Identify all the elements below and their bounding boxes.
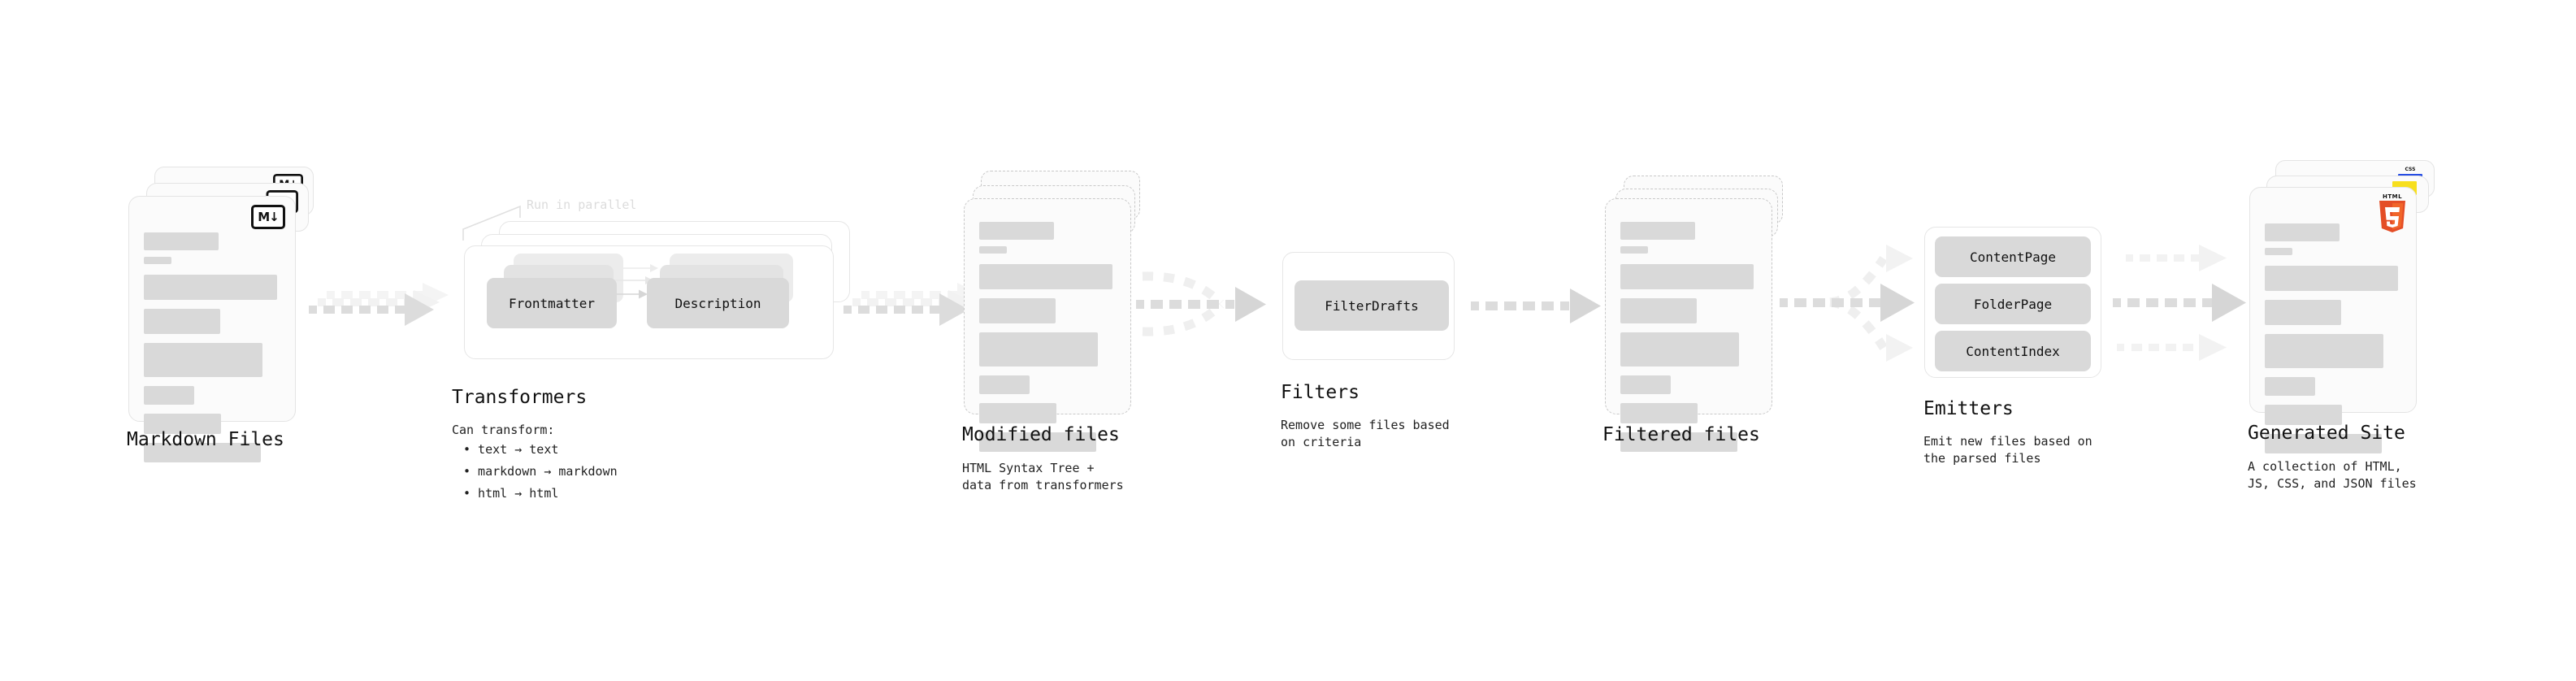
- transformers-title: Transformers: [452, 387, 588, 408]
- run-in-parallel-bracket: [462, 193, 535, 242]
- arrow-single: [1471, 288, 1601, 323]
- generated-site-subtitle: A collection of HTML, JS, CSS, and JSON …: [2248, 459, 2417, 492]
- markdown-icon: M↓: [251, 205, 285, 229]
- transformer-pill-frontmatter[interactable]: Frontmatter: [487, 278, 617, 328]
- doc-line: [979, 403, 1056, 423]
- doc-line: [979, 246, 1007, 254]
- html5-badge-word: HTML: [2382, 193, 2403, 200]
- arrow-triple: [2113, 245, 2246, 361]
- emitter-pill-label: ContentPage: [1970, 249, 2056, 265]
- bracket-icon: [462, 205, 521, 241]
- doc-line: [979, 332, 1098, 367]
- transformer-pill-description[interactable]: Description: [647, 278, 789, 328]
- emitter-pill-folderpage[interactable]: FolderPage: [1935, 284, 2091, 324]
- filters-title: Filters: [1281, 382, 1360, 403]
- arrow-stacked-parallel: [843, 283, 983, 326]
- doc-line: [1620, 222, 1695, 240]
- connector-transformers-to-modified: [843, 268, 983, 349]
- emitter-pill-label: ContentIndex: [1966, 343, 2060, 359]
- connector-modified-to-filters: [1136, 260, 1282, 349]
- doc-line: [144, 309, 220, 334]
- html5-icon: HTML: [2377, 194, 2408, 233]
- transformers-bullet-1: • markdown → markdown: [463, 464, 618, 479]
- doc-line: [979, 264, 1112, 289]
- run-in-parallel-label: Run in parallel: [527, 197, 637, 212]
- doc-line: [144, 343, 262, 377]
- emitter-pill-label: FolderPage: [1973, 296, 2053, 312]
- doc-line: [979, 432, 1096, 452]
- arrow-diverging: [1780, 245, 1915, 362]
- transformers-subtitle: Can transform:: [452, 423, 555, 437]
- transformer-pill-label: Description: [674, 295, 761, 311]
- emitters-title: Emitters: [1923, 398, 2014, 419]
- markdown-sheet-front: M↓: [128, 196, 296, 462]
- doc-line: [2265, 248, 2292, 255]
- doc-line: [2265, 405, 2342, 425]
- filtered-files-title: Filtered files: [1602, 424, 1760, 445]
- markdown-files-title: Markdown Files: [127, 429, 284, 450]
- doc-line: [1620, 264, 1754, 289]
- doc-line: [144, 232, 219, 250]
- doc-placeholder-lines: [979, 222, 1117, 458]
- doc-line: [1620, 375, 1671, 394]
- modified-files-subtitle: HTML Syntax Tree + data from transformer…: [962, 461, 1124, 493]
- doc-line: [144, 275, 277, 300]
- css-badge-label: CSS: [2405, 167, 2416, 172]
- doc-line: [1620, 298, 1697, 323]
- transformers-bullet-2: • html → html: [463, 486, 559, 501]
- doc-line: [2265, 300, 2341, 325]
- html5-shield-icon: [2379, 201, 2405, 232]
- doc-line: [2265, 334, 2383, 368]
- doc-placeholder-lines: [1620, 222, 1759, 458]
- filter-pill-label: FilterDrafts: [1325, 297, 1419, 314]
- doc-placeholder-lines: [144, 232, 282, 469]
- doc-line: [1620, 246, 1648, 254]
- modified-files-title: Modified files: [962, 424, 1120, 445]
- generated-site-title: Generated Site: [2248, 423, 2405, 444]
- filtered-sheet-front: [1605, 198, 1772, 452]
- doc-line: [144, 443, 261, 462]
- doc-line: [144, 386, 194, 405]
- markdown-badge-arrow: ↓: [269, 209, 280, 224]
- doc-placeholder-lines: [2265, 223, 2403, 460]
- doc-line: [979, 222, 1054, 240]
- doc-line: [2265, 377, 2315, 396]
- transformer-pill-label: Frontmatter: [509, 295, 595, 311]
- connector-markdown-to-transformers: [309, 268, 449, 349]
- filter-pill-filterdrafts[interactable]: FilterDrafts: [1295, 280, 1449, 331]
- doc-line: [1620, 432, 1737, 452]
- connector-filters-to-filtered: [1471, 286, 1601, 335]
- site-sheet-front: HTML: [2249, 187, 2417, 453]
- emitters-subtitle: Emit new files based on the parsed files: [1923, 434, 2092, 466]
- filters-subtitle: Remove some files based on criteria: [1281, 418, 1450, 450]
- doc-line: [2265, 266, 2398, 291]
- doc-line: [979, 298, 1056, 323]
- doc-line: [144, 257, 171, 264]
- doc-line: [1620, 332, 1739, 367]
- arrow-stacked-parallel: [309, 283, 449, 326]
- markdown-badge-letter: M: [258, 209, 270, 224]
- arrow-converging: [1136, 271, 1266, 336]
- doc-line: [144, 414, 221, 434]
- transformers-bullet-0: • text → text: [463, 442, 559, 457]
- doc-line: [979, 375, 1030, 394]
- modified-sheet-front: [964, 198, 1131, 452]
- doc-line: [2265, 434, 2382, 453]
- connector-filtered-to-emitters: [1780, 236, 1934, 370]
- emitter-pill-contentpage[interactable]: ContentPage: [1935, 236, 2091, 277]
- connector-emitters-to-site: [2113, 236, 2267, 370]
- emitter-pill-contentindex[interactable]: ContentIndex: [1935, 331, 2091, 371]
- doc-line: [1620, 403, 1698, 423]
- doc-line: [2265, 223, 2340, 241]
